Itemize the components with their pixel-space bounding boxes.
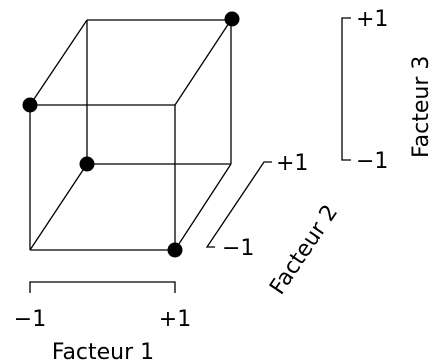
factor3-high-label: +1 bbox=[356, 7, 388, 32]
factor1-bracket bbox=[29, 281, 176, 293]
factor2-axis: −1 +1 Facteur 2 bbox=[205, 151, 343, 300]
cube-edge-bottom-left bbox=[29, 163, 88, 251]
factor3-bracket bbox=[341, 17, 351, 161]
design-point bbox=[167, 242, 183, 258]
factor1-low-label: −1 bbox=[14, 307, 46, 332]
factor3-axis: +1 −1 Facteur 3 bbox=[341, 7, 432, 174]
design-point bbox=[224, 11, 240, 27]
factor1-title: Facteur 1 bbox=[52, 340, 154, 364]
cube-edge-top-left bbox=[29, 19, 88, 106]
factor2-low-label: −1 bbox=[222, 236, 254, 261]
factor2-high-label: +1 bbox=[276, 151, 308, 176]
factor1-axis: −1 +1 Facteur 1 bbox=[14, 281, 191, 364]
factor2-title: Facteur 2 bbox=[265, 201, 343, 300]
cube bbox=[29, 19, 232, 251]
cube-edge-top-right bbox=[174, 19, 232, 106]
design-points bbox=[22, 11, 240, 258]
factor1-high-label: +1 bbox=[159, 307, 191, 332]
factor2-bracket bbox=[205, 161, 272, 248]
factor3-low-label: −1 bbox=[356, 149, 388, 174]
design-point bbox=[22, 97, 38, 113]
factor3-title: Facteur 3 bbox=[409, 56, 432, 158]
cube-edge-bottom-right bbox=[174, 163, 232, 251]
design-point bbox=[79, 156, 95, 172]
